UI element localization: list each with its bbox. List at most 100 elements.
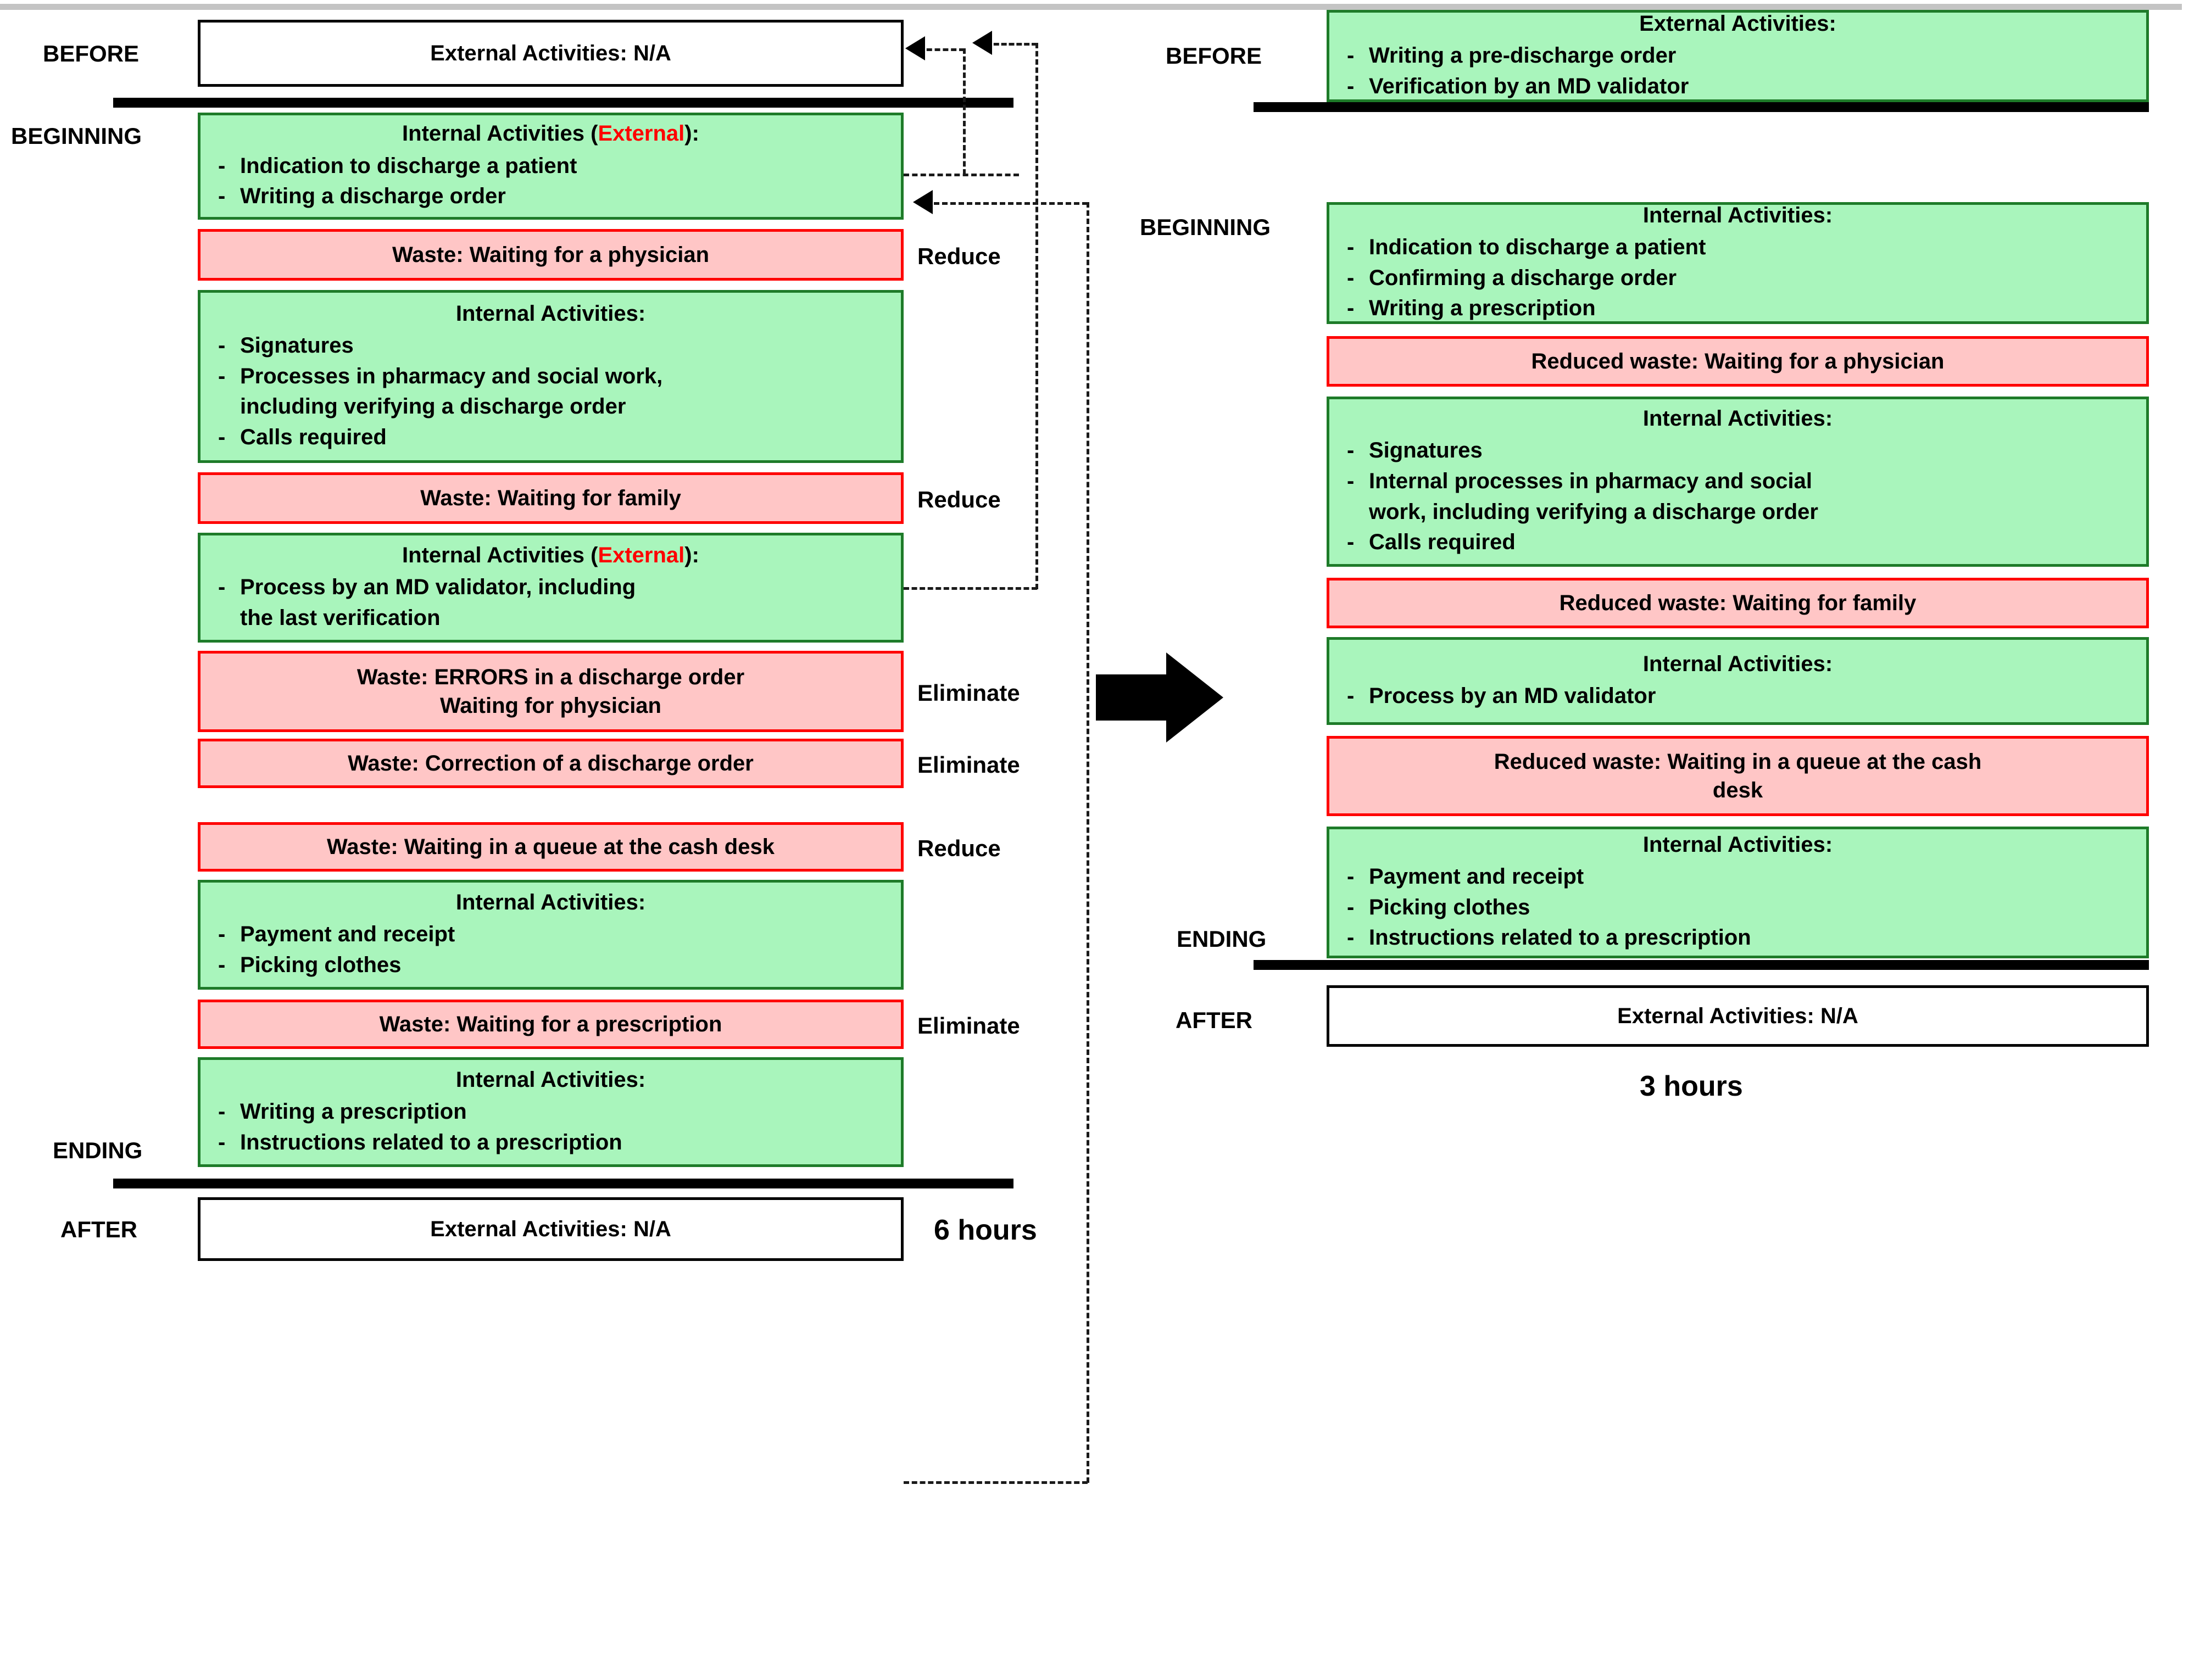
right-step-6: Internal Activities: Payment and receipt…	[1327, 827, 2149, 958]
list-item: Process by an MD validator	[1337, 682, 2138, 711]
list-item: Indication to discharge a patient	[208, 152, 893, 181]
list-item-continuation: including verifying a discharge order	[240, 394, 626, 419]
right-before-items: Writing a pre-discharge order Verificati…	[1337, 40, 2138, 102]
right-step-4-items: Process by an MD validator	[1337, 680, 2138, 712]
left-step-3: Waste: Waiting for family	[198, 472, 904, 524]
list-item: Picking clothes	[208, 951, 893, 980]
left-step-0-header: Internal Activities (External):	[402, 121, 699, 146]
big-right-arrow-icon	[1096, 652, 1223, 743]
list-item: Indication to discharge a patient	[1337, 233, 2138, 263]
left-step-8: Internal Activities: Payment and receipt…	[198, 880, 904, 990]
right-label-beginning: BEGINNING	[1140, 214, 1271, 240]
right-before-header: External Activities:	[1639, 11, 1836, 36]
left-before-box: External Activities: N/A	[198, 20, 904, 87]
connector-c-arrowhead	[913, 190, 933, 214]
left-label-ending: ENDING	[53, 1137, 143, 1163]
right-step-5: Reduced waste: Waiting in a queue at the…	[1327, 736, 2149, 816]
right-step-4-header: Internal Activities:	[1642, 651, 1833, 676]
connector-b-vertical	[1035, 43, 1038, 589]
connector-b-horizontal-lower	[904, 587, 1037, 590]
right-divider-top	[1254, 102, 2149, 112]
right-after-text: External Activities: N/A	[1617, 1004, 1858, 1028]
left-step-9: Waste: Waiting for a prescription	[198, 1000, 904, 1049]
list-item: Processes in pharmacy and social work,	[208, 362, 893, 392]
left-step-10-items: Writing a prescription Instructions rela…	[208, 1096, 893, 1158]
left-total-time: 6 hours	[934, 1214, 1037, 1246]
list-item: Confirming a discharge order	[1337, 264, 2138, 293]
connector-a-arrowhead	[905, 36, 925, 60]
left-step-9-text: Waste: Waiting for a prescription	[379, 1012, 722, 1036]
right-step-0: Internal Activities: Indication to disch…	[1327, 202, 2149, 324]
left-step-5: Waste: ERRORS in a discharge order Waiti…	[198, 651, 904, 732]
left-step-0-items: Indication to discharge a patient Writin…	[208, 150, 893, 213]
right-step-5-text-2: desk	[1712, 778, 1763, 802]
list-item: Payment and receipt	[1337, 862, 2138, 892]
left-step-6: Waste: Correction of a discharge order	[198, 739, 904, 788]
left-divider-bottom	[113, 1179, 1013, 1188]
left-label-after: AFTER	[60, 1216, 137, 1242]
left-step-10-header: Internal Activities:	[455, 1067, 646, 1092]
connector-a-horizontal-lower	[904, 174, 1019, 176]
list-item: Signatures	[1337, 436, 2138, 466]
left-before-text: External Activities: N/A	[430, 41, 671, 65]
right-total-time: 3 hours	[1640, 1070, 1743, 1102]
right-step-5-text-1: Reduced waste: Waiting in a queue at the…	[1494, 750, 1982, 774]
right-step-2-items: Signatures Internal processes in pharmac…	[1337, 435, 2138, 558]
left-label-before: BEFORE	[43, 41, 140, 66]
left-step-0: Internal Activities (External): Indicati…	[198, 113, 904, 220]
right-step-2-header: Internal Activities:	[1642, 406, 1833, 431]
right-step-6-header: Internal Activities:	[1642, 833, 1833, 857]
right-step-3-text: Reduced waste: Waiting for family	[1559, 591, 1917, 615]
top-rule	[0, 4, 2182, 10]
list-item: Instructions related to a prescription	[1337, 923, 2138, 953]
connector-c-horizontal-lower	[904, 1481, 1088, 1484]
list-item: Writing a pre-discharge order	[1337, 41, 2138, 71]
list-item: Internal processes in pharmacy and socia…	[1337, 467, 2138, 496]
left-step-4: Internal Activities (External): Process …	[198, 533, 904, 643]
list-item: Writing a prescription	[1337, 294, 2138, 323]
left-step-5-action: Eliminate	[917, 680, 1020, 706]
left-step-8-items: Payment and receipt Picking clothes	[208, 919, 893, 981]
list-item: Writing a discharge order	[208, 182, 893, 211]
list-item: Instructions related to a prescription	[208, 1128, 893, 1158]
left-step-7-action: Reduce	[917, 835, 1001, 861]
left-step-8-header: Internal Activities:	[455, 890, 646, 914]
list-item: Verification by an MD validator	[1337, 72, 2138, 102]
left-step-6-action: Eliminate	[917, 752, 1020, 778]
right-step-6-items: Payment and receipt Picking clothes Inst…	[1337, 861, 2138, 954]
left-divider-top	[113, 98, 1013, 108]
external-highlight: External	[598, 543, 685, 567]
left-step-4-header: Internal Activities (External):	[402, 543, 699, 567]
left-step-7-text: Waste: Waiting in a queue at the cash de…	[327, 835, 775, 859]
connector-a-vertical	[963, 48, 966, 175]
list-item: Picking clothes	[1337, 893, 2138, 923]
connector-a-horizontal-upper	[918, 48, 965, 51]
right-before-box: External Activities: Writing a pre-disch…	[1327, 10, 2149, 102]
left-step-1-text: Waste: Waiting for a physician	[392, 243, 710, 267]
external-highlight: External	[598, 121, 685, 146]
left-step-1: Waste: Waiting for a physician	[198, 229, 904, 281]
right-after-box: External Activities: N/A	[1327, 985, 2149, 1047]
list-item-continuation: the last verification	[240, 605, 441, 630]
right-step-0-items: Indication to discharge a patient Confir…	[1337, 232, 2138, 325]
right-divider-bottom	[1254, 960, 2149, 970]
list-item: Signatures	[208, 331, 893, 361]
left-step-2: Internal Activities: Signatures Processe…	[198, 290, 904, 463]
right-label-ending: ENDING	[1177, 926, 1267, 952]
left-step-10: Internal Activities: Writing a prescript…	[198, 1057, 904, 1167]
right-step-0-header: Internal Activities:	[1642, 203, 1833, 228]
left-step-6-text: Waste: Correction of a discharge order	[348, 751, 754, 775]
list-item: Calls required	[208, 423, 893, 453]
list-item: Writing a prescription	[208, 1097, 893, 1127]
connector-b-arrowhead	[972, 31, 992, 55]
left-step-2-items: Signatures Processes in pharmacy and soc…	[208, 330, 893, 453]
connector-c-horizontal-upper	[934, 202, 1088, 205]
left-step-4-items: Process by an MD validator, including th…	[208, 572, 893, 634]
right-label-after: AFTER	[1176, 1007, 1252, 1033]
left-step-5-text-1: Waste: ERRORS in a discharge order	[357, 665, 745, 689]
left-step-3-action: Reduce	[917, 487, 1001, 512]
list-item-continuation: work, including verifying a discharge or…	[1369, 499, 1818, 524]
right-step-3: Reduced waste: Waiting for family	[1327, 578, 2149, 628]
connector-c-vertical	[1087, 202, 1089, 1483]
left-step-1-action: Reduce	[917, 243, 1001, 269]
